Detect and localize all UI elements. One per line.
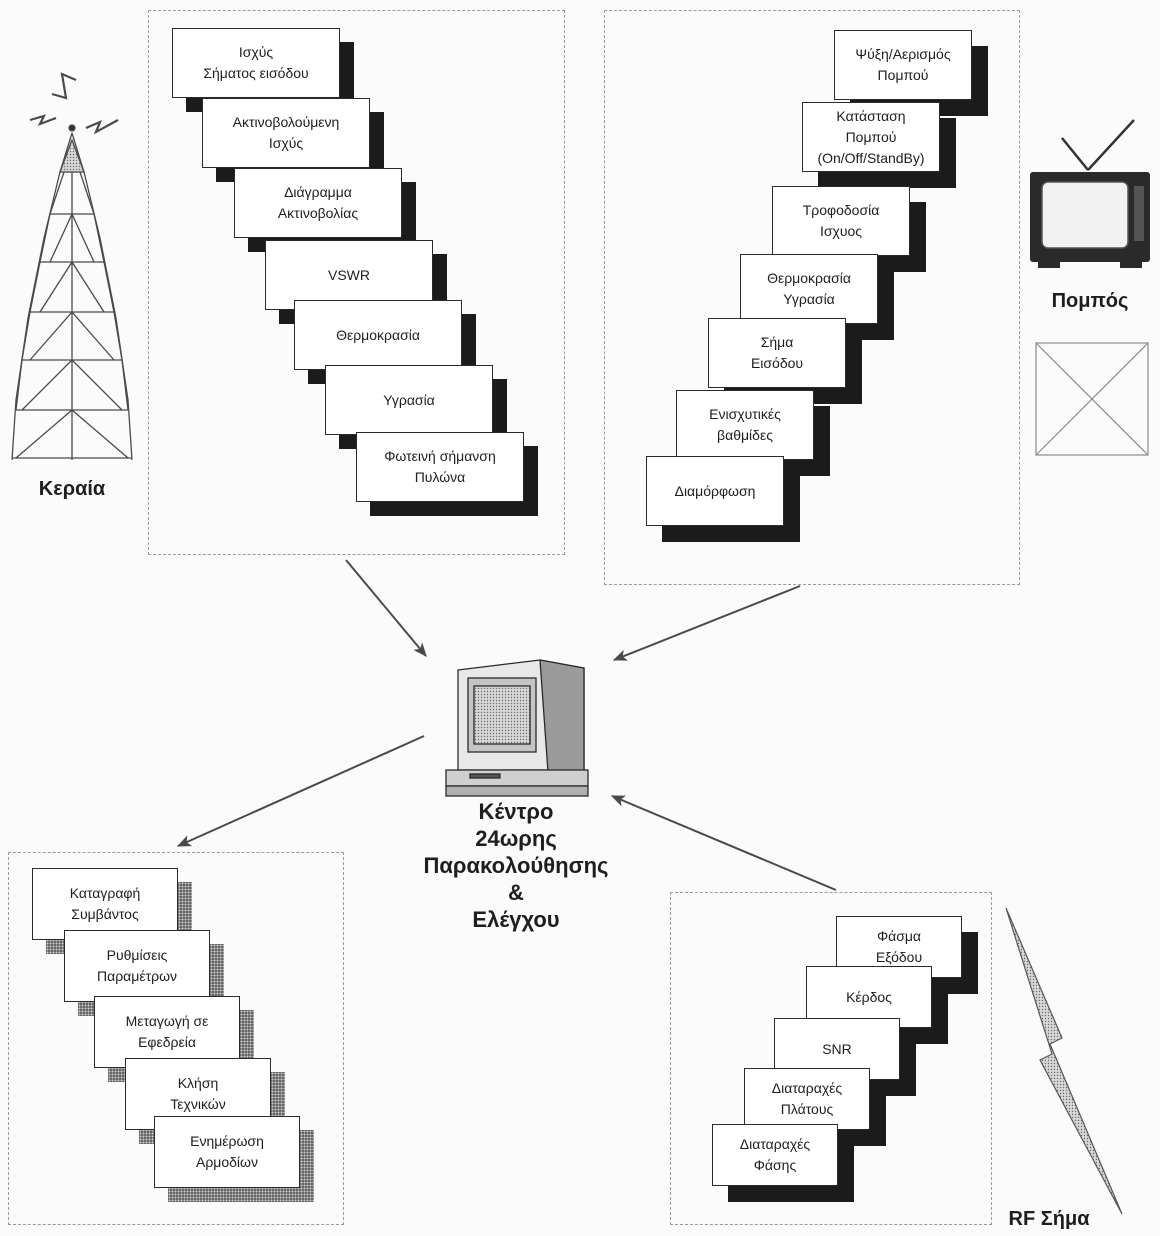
parameter-card-label: Ενισχυτικές βαθμίδες — [709, 406, 781, 443]
rf-signal-lightning-icon — [1005, 907, 1123, 1215]
parameter-card-label: Θερμοκρασία — [336, 326, 420, 343]
arrow-antenna-to-center — [345, 559, 427, 657]
parameter-card-label: Ρυθμίσεις Παραμέτρων — [97, 947, 177, 984]
parameter-card-label: VSWR — [328, 266, 370, 283]
parameter-card-label: Φωτεινή σήμανση Πυλώνα — [384, 448, 496, 485]
connection-arrows — [176, 559, 837, 891]
parameter-card-label: Κατάσταση Πομπού (On/Off/StandBy) — [817, 107, 925, 166]
parameter-card-label: Υγρασία — [383, 391, 435, 408]
parameter-card: Ισχύς Σήματος εισόδου — [172, 28, 340, 98]
computer-icon — [445, 659, 589, 797]
parameter-card-label: SNR — [822, 1040, 852, 1057]
parameter-card-label: Τροφοδοσία Ισχυος — [802, 202, 880, 239]
crossed-placeholder-box — [1035, 342, 1149, 456]
tv-transmitter-icon — [1030, 119, 1150, 268]
parameter-card: Διαμόρφωση — [646, 456, 784, 526]
parameter-card: Σήμα Εισόδου — [708, 318, 846, 388]
parameter-card: Καταγραφή Συμβάντος — [32, 868, 178, 940]
parameter-card-label: Φάσμα Εξόδου — [875, 928, 923, 965]
parameter-card: Διαταραχές Πλάτους — [744, 1068, 870, 1130]
arrow-rf-to-center — [610, 795, 837, 891]
parameter-card: Διάγραμμα Ακτινοβολίας — [234, 168, 402, 238]
parameter-card-label: Καταγραφή Συμβάντος — [69, 885, 141, 922]
parameter-card-label: Διάγραμμα Ακτινοβολίας — [277, 184, 359, 221]
parameter-card-label: Διαταραχές Φάσης — [739, 1136, 811, 1173]
parameter-card: Μεταγωγή σε Εφεδρεία — [94, 996, 240, 1068]
parameter-card-label: Διαμόρφωση — [674, 482, 756, 499]
parameter-card: Φωτεινή σήμανση Πυλώνα — [356, 432, 524, 502]
arrow-center-to-actions — [176, 735, 425, 847]
parameter-card-label: Μεταγωγή σε Εφεδρεία — [125, 1013, 209, 1050]
parameter-card-label: Κλήση Τεχνικών — [170, 1075, 226, 1112]
transmitter-label: Πομπός — [1051, 290, 1129, 312]
parameter-card-label: Θερμοκρασία Υγρασία — [767, 270, 851, 307]
parameter-card: Υγρασία — [325, 365, 493, 435]
parameter-card: Τροφοδοσία Ισχυος — [772, 186, 910, 256]
antenna-panel — [148, 10, 565, 555]
parameter-card-label: Ισχύς Σήματος εισόδου — [203, 44, 309, 81]
parameter-card: Κέρδος — [806, 966, 932, 1028]
monitoring-center-label: Κέντρο 24ωρης Παρακολούθησης & Ελέγχου — [423, 799, 609, 932]
antenna-label: Κεραία — [38, 478, 106, 500]
rf-signal-label: RF Σήμα — [1008, 1208, 1090, 1230]
parameter-card: Ψύξη/Αερισμός Πομπού — [834, 30, 972, 100]
parameter-card-label: Ακτινοβολούμενη Ισχύς — [232, 114, 340, 151]
parameter-card: Ενισχυτικές βαθμίδες — [676, 390, 814, 460]
parameter-card-label: Σήμα Εισόδου — [750, 334, 804, 371]
parameter-card: Ενημέρωση Αρμοδίων — [154, 1116, 300, 1188]
parameter-card: Κατάσταση Πομπού (On/Off/StandBy) — [802, 102, 940, 172]
parameter-card: Ρυθμίσεις Παραμέτρων — [64, 930, 210, 1002]
parameter-card-label: Διαταραχές Πλάτους — [771, 1080, 843, 1117]
parameter-card-label: Ψύξη/Αερισμός Πομπού — [855, 46, 951, 83]
antenna-tower-icon — [11, 72, 133, 461]
parameter-card-label: Ενημέρωση Αρμοδίων — [190, 1133, 264, 1170]
parameter-card: Διαταραχές Φάσης — [712, 1124, 838, 1186]
parameter-card: Ακτινοβολούμενη Ισχύς — [202, 98, 370, 168]
parameter-card-label: Κέρδος — [846, 988, 892, 1005]
rf-panel — [670, 892, 992, 1225]
parameter-card: Θερμοκρασία Υγρασία — [740, 254, 878, 324]
transmitter-panel — [604, 10, 1020, 585]
arrow-transmitter-to-center — [612, 585, 801, 661]
actions-panel — [8, 852, 344, 1225]
parameter-card: Θερμοκρασία — [294, 300, 462, 370]
